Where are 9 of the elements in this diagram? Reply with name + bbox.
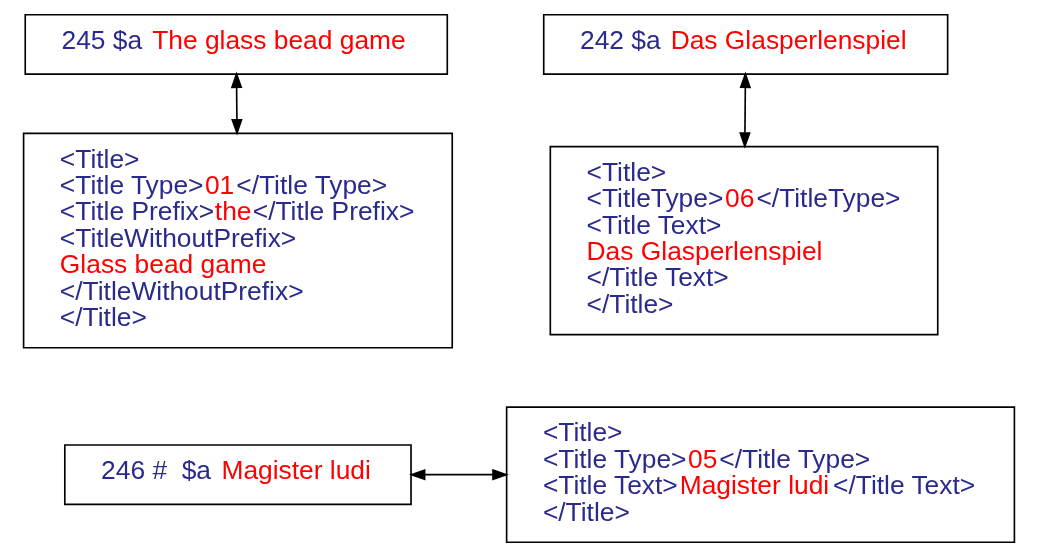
arrow: [738, 71, 751, 149]
node-box: 242 $a Das Glasperlenspiel: [542, 13, 948, 75]
node-box: 246 # $a Magister ludi: [63, 444, 412, 506]
node-box: <Title> <Title Type>05</Title Type> <Title Text>Magister ludi</Title Text> </Title>: [505, 406, 1015, 544]
node-box: <Title> <Title Type>01</Title Type> <Title Prefix>the</Title Prefix> <TitleWithoutPrefix> Glass bead game </TitleWithoutPrefix> </Title>: [22, 132, 453, 349]
arrow: [408, 468, 509, 481]
node-box: <Title> <TitleType>06</TitleType> <Title Text> Das Glasperlenspiel </Title Text> </Title>: [549, 145, 939, 336]
node-box: 245 $a The glass bead game: [23, 13, 448, 75]
arrow: [230, 71, 243, 136]
